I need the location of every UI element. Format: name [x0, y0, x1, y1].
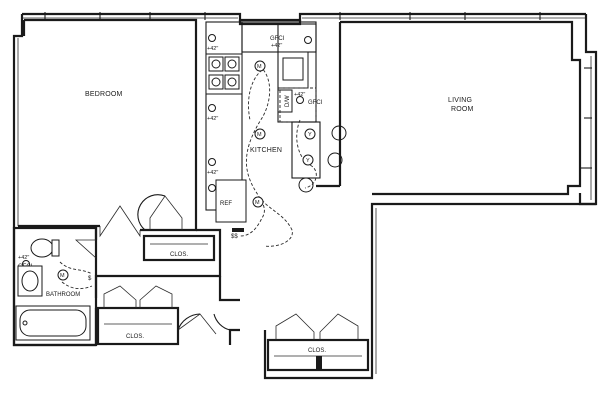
light-symbol: M: [60, 273, 65, 279]
bathroom-room: [12, 226, 98, 347]
bath-closet: CLOS.: [96, 285, 180, 346]
living-label-top: LIVING: [448, 97, 472, 104]
kitchen-label: KITCHEN: [250, 147, 282, 154]
window-marks: [44, 12, 592, 169]
living-closet: CLOS.: [266, 313, 370, 372]
outlet-icon: [208, 34, 216, 42]
living-room: [316, 20, 582, 196]
outlets: [22, 34, 312, 268]
bedroom-label: BEDROOM: [85, 91, 123, 98]
switch-symbol: $: [88, 276, 92, 282]
gfci-kitchen-top-label: GFCI: [270, 36, 285, 42]
outlet-icon: [208, 104, 216, 112]
outlet-height-label: +42": [207, 46, 218, 52]
bathroom-label: BATHROOM: [46, 292, 80, 298]
living-label-bottom: ROOM: [451, 106, 474, 113]
outlet-height-label: +42": [207, 116, 218, 122]
outlet-icon: [304, 36, 312, 44]
bar-stool: [327, 152, 343, 168]
refrigerator: [215, 179, 247, 223]
outlet-height-label: +42": [271, 43, 282, 49]
pendant-symbol: Y: [306, 158, 310, 164]
ceiling-light-icon: [57, 269, 69, 281]
ceiling-light-icon: [254, 60, 266, 72]
outlet-icon: [208, 158, 216, 166]
toilet: [30, 238, 54, 258]
bedroom-closet-label: CLOS.: [170, 252, 188, 258]
gfci-kitchen-side-label: GFCI: [308, 100, 323, 106]
refrigerator-label: REF: [220, 201, 232, 207]
dishwasher-label: D/W: [285, 95, 291, 107]
hall-walls: [94, 226, 240, 335]
light-symbol: M: [257, 64, 262, 70]
bath-closet-label: CLOS.: [126, 334, 144, 340]
outlet-height-label: +42": [294, 92, 305, 98]
light-symbol: M: [255, 200, 260, 206]
pendant-symbol: Y: [308, 132, 312, 138]
switch-symbol: $$: [231, 234, 238, 240]
outlet-height-label: +42": [18, 255, 29, 261]
light-symbol: M: [257, 132, 262, 138]
dishwasher: [277, 89, 293, 113]
bedroom-closet: CLOS.: [142, 234, 216, 262]
wiring-runs: [59, 65, 317, 290]
ceiling-light-icon: [254, 128, 266, 140]
outlet-height-label: +42": [207, 170, 218, 176]
living-closet-label: CLOS.: [308, 348, 326, 354]
bar-stool: [298, 177, 314, 193]
light-fixtures: M M M Y Y M: [57, 60, 316, 281]
kitchen-area: D/W REF KITCHEN: [205, 21, 347, 223]
outlet-icon: [208, 184, 216, 192]
pendant-light-icon: [304, 128, 316, 140]
outlet-icon: [296, 96, 304, 104]
pendant-light-icon: [302, 154, 314, 166]
ceiling-light-icon: [252, 196, 264, 208]
bedroom-room: [18, 18, 198, 238]
entry-door: [213, 313, 231, 331]
